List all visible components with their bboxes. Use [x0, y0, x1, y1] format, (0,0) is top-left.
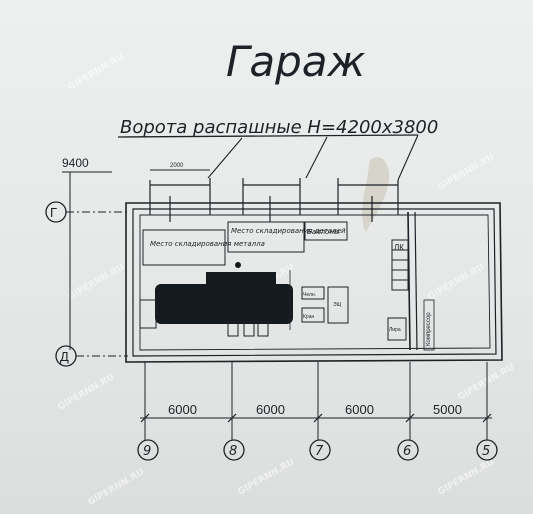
label-metal-storage: Место складирования металла — [150, 240, 265, 248]
gate-note-underline — [117, 134, 419, 138]
watermark: GIPERNN.RU — [437, 457, 497, 497]
overall-dimension: 9400 — [62, 156, 89, 170]
watermark: GIPERNN.RU — [237, 457, 297, 497]
gate-leaders — [207, 134, 419, 181]
bay-dimension: 6000 — [256, 402, 285, 417]
label-cylinders: Баллоны — [307, 228, 340, 236]
gate-note: Ворота распашные H=4200x3800 — [120, 117, 438, 138]
grid-row-marker-g: Г — [45, 201, 67, 223]
watermark: GIPERNN.RU — [87, 467, 147, 507]
label-stair: ЛК — [394, 243, 404, 252]
svg-text:5: 5 — [482, 444, 490, 459]
gate-openings — [149, 178, 399, 222]
watermark: GIPERNN.RU — [437, 152, 497, 192]
gate-dim-label: 2000 — [170, 163, 184, 169]
svg-text:9: 9 — [143, 444, 151, 459]
machine — [139, 262, 293, 337]
bay-dimension: 6000 — [168, 402, 197, 417]
label-parts-storage: Место складирования деталей — [231, 227, 346, 235]
svg-text:8: 8 — [229, 444, 237, 459]
stain — [362, 157, 390, 232]
page-title: Гараж — [226, 37, 366, 86]
grid-row-marker-d: Д — [55, 345, 77, 367]
dimension-ticks — [140, 413, 492, 423]
svg-text:Д: Д — [60, 349, 69, 364]
label-lyra: Лира — [389, 327, 401, 333]
svg-text:6: 6 — [403, 444, 411, 459]
label-compressor: Компрессор — [426, 312, 432, 346]
grid-column-marker-8: 8 — [223, 439, 245, 461]
column-axis-lines — [140, 362, 492, 440]
svg-text:Г: Г — [50, 205, 57, 220]
bay-dimension: 5000 — [433, 402, 462, 417]
watermark: GIPERNN.RU — [457, 362, 517, 402]
label-box-small: Челн. — [303, 292, 316, 298]
grid-column-marker-7: 7 — [309, 439, 331, 461]
compressor-box — [423, 299, 435, 351]
label-box-mid: Кран — [303, 314, 314, 320]
grid-column-marker-9: 9 — [137, 439, 159, 461]
watermark: GIPERNN.RU — [427, 262, 487, 302]
equipment-boxes — [301, 286, 407, 341]
svg-text:7: 7 — [315, 444, 324, 459]
label-box-vertical: ЭЩ — [333, 302, 342, 308]
watermark: GIPERNN.RU — [67, 52, 127, 92]
grid-column-marker-5: 5 — [476, 439, 498, 461]
stair — [391, 239, 409, 291]
bay-dimension: 6000 — [345, 402, 374, 417]
grid-column-marker-6: 6 — [397, 439, 419, 461]
watermark: GIPERNN.RU — [57, 372, 117, 412]
storage-areas — [142, 221, 348, 266]
watermark: GIPERNN.RU — [67, 262, 127, 302]
